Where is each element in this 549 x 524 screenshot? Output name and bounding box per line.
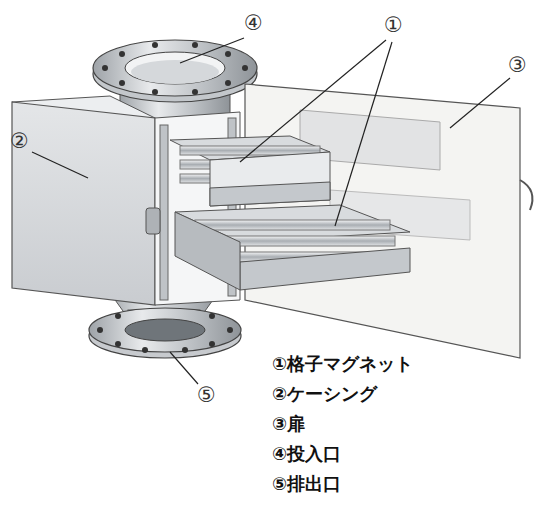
callout-number: ①: [384, 14, 403, 37]
part-list-item: ③扉: [272, 414, 305, 434]
upper-grid-magnet: [170, 136, 330, 206]
leader-lines: [32, 38, 510, 384]
callout-number: ④: [244, 12, 263, 35]
casing: [12, 96, 240, 305]
part-list-item: ①格子マグネット: [272, 354, 413, 374]
callout-number: ②: [10, 130, 29, 153]
callout-number: ③: [508, 54, 527, 77]
lower-grid-magnet: [175, 205, 410, 290]
part-list-item: ⑤排出口: [272, 474, 341, 494]
part-list-item: ④投入口: [272, 444, 341, 464]
part-list-item: ②ケーシング: [272, 384, 377, 404]
callout-number: ⑤: [197, 384, 216, 407]
